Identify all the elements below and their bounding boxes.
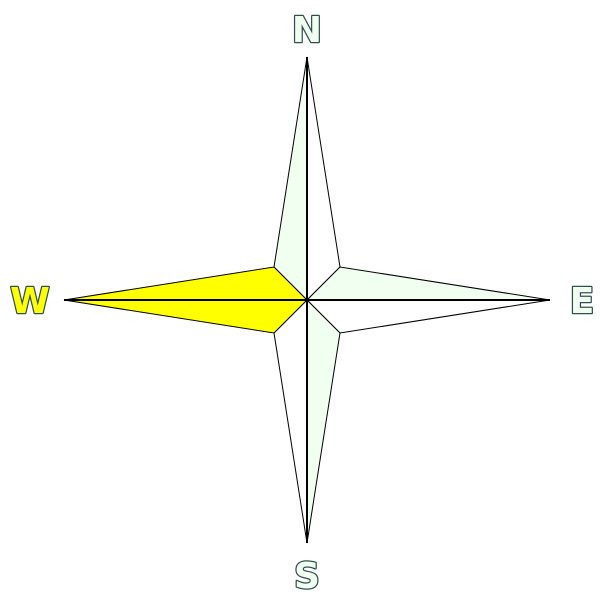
east-point-lower-half [305, 299, 551, 334]
east-point-upper-half [305, 266, 551, 301]
south-point-left-half [273, 298, 308, 544]
north-point-left-half [273, 56, 308, 302]
east-label: E [570, 281, 595, 322]
south-label: S [294, 556, 320, 597]
west-point-lower-half [63, 299, 309, 334]
north-point-right-half [306, 56, 341, 302]
west-label: W [10, 281, 50, 322]
south-point-right-half [306, 298, 341, 544]
north-label: N [292, 10, 322, 51]
west-point-upper-half [63, 266, 309, 301]
